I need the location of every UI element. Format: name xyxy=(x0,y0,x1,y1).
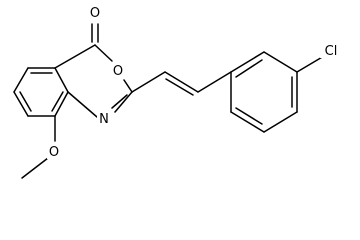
oxazinone-ring xyxy=(54,23,133,118)
double-bond-inner xyxy=(235,59,263,78)
bond xyxy=(230,111,265,133)
double-bond-inner xyxy=(111,94,128,109)
double-bond-inner xyxy=(235,107,263,125)
bond xyxy=(54,91,69,117)
label-mask xyxy=(111,62,125,78)
bond xyxy=(94,44,113,62)
bond xyxy=(54,44,96,69)
methoxy-group xyxy=(21,115,56,179)
molecule-canvas: O O N Cl O xyxy=(13,4,342,179)
carbonyl-oxygen-label: O xyxy=(90,6,100,21)
bond xyxy=(21,157,49,179)
bond xyxy=(197,71,232,93)
bond xyxy=(131,71,166,93)
chlorine-label: Cl xyxy=(325,44,338,59)
methoxy-oxygen-label: O xyxy=(49,145,59,160)
ring-nitrogen-label: N xyxy=(99,112,109,127)
ring-oxygen-label: O xyxy=(113,64,123,79)
bond xyxy=(54,67,69,93)
label-mask xyxy=(97,110,111,126)
double-bond-inner xyxy=(165,78,194,96)
benzo-ring xyxy=(13,67,69,117)
bond xyxy=(164,71,199,93)
bond xyxy=(13,91,29,117)
bond xyxy=(123,79,133,93)
chlorophenyl-ring xyxy=(230,51,325,133)
bond xyxy=(263,111,298,133)
label-mask xyxy=(47,143,61,159)
double-bond-inner xyxy=(51,91,64,112)
structure-diagram: O O N Cl O xyxy=(13,4,342,179)
atom-labels: O O N Cl O xyxy=(47,4,342,160)
label-mask xyxy=(88,4,102,20)
bond xyxy=(296,55,325,73)
bond xyxy=(67,91,98,118)
bond xyxy=(13,67,29,93)
label-mask xyxy=(320,42,342,58)
bond xyxy=(263,51,298,73)
bond xyxy=(230,51,265,73)
vinyl-linker xyxy=(131,71,232,96)
bond xyxy=(114,91,133,113)
double-bond-inner xyxy=(19,91,32,112)
